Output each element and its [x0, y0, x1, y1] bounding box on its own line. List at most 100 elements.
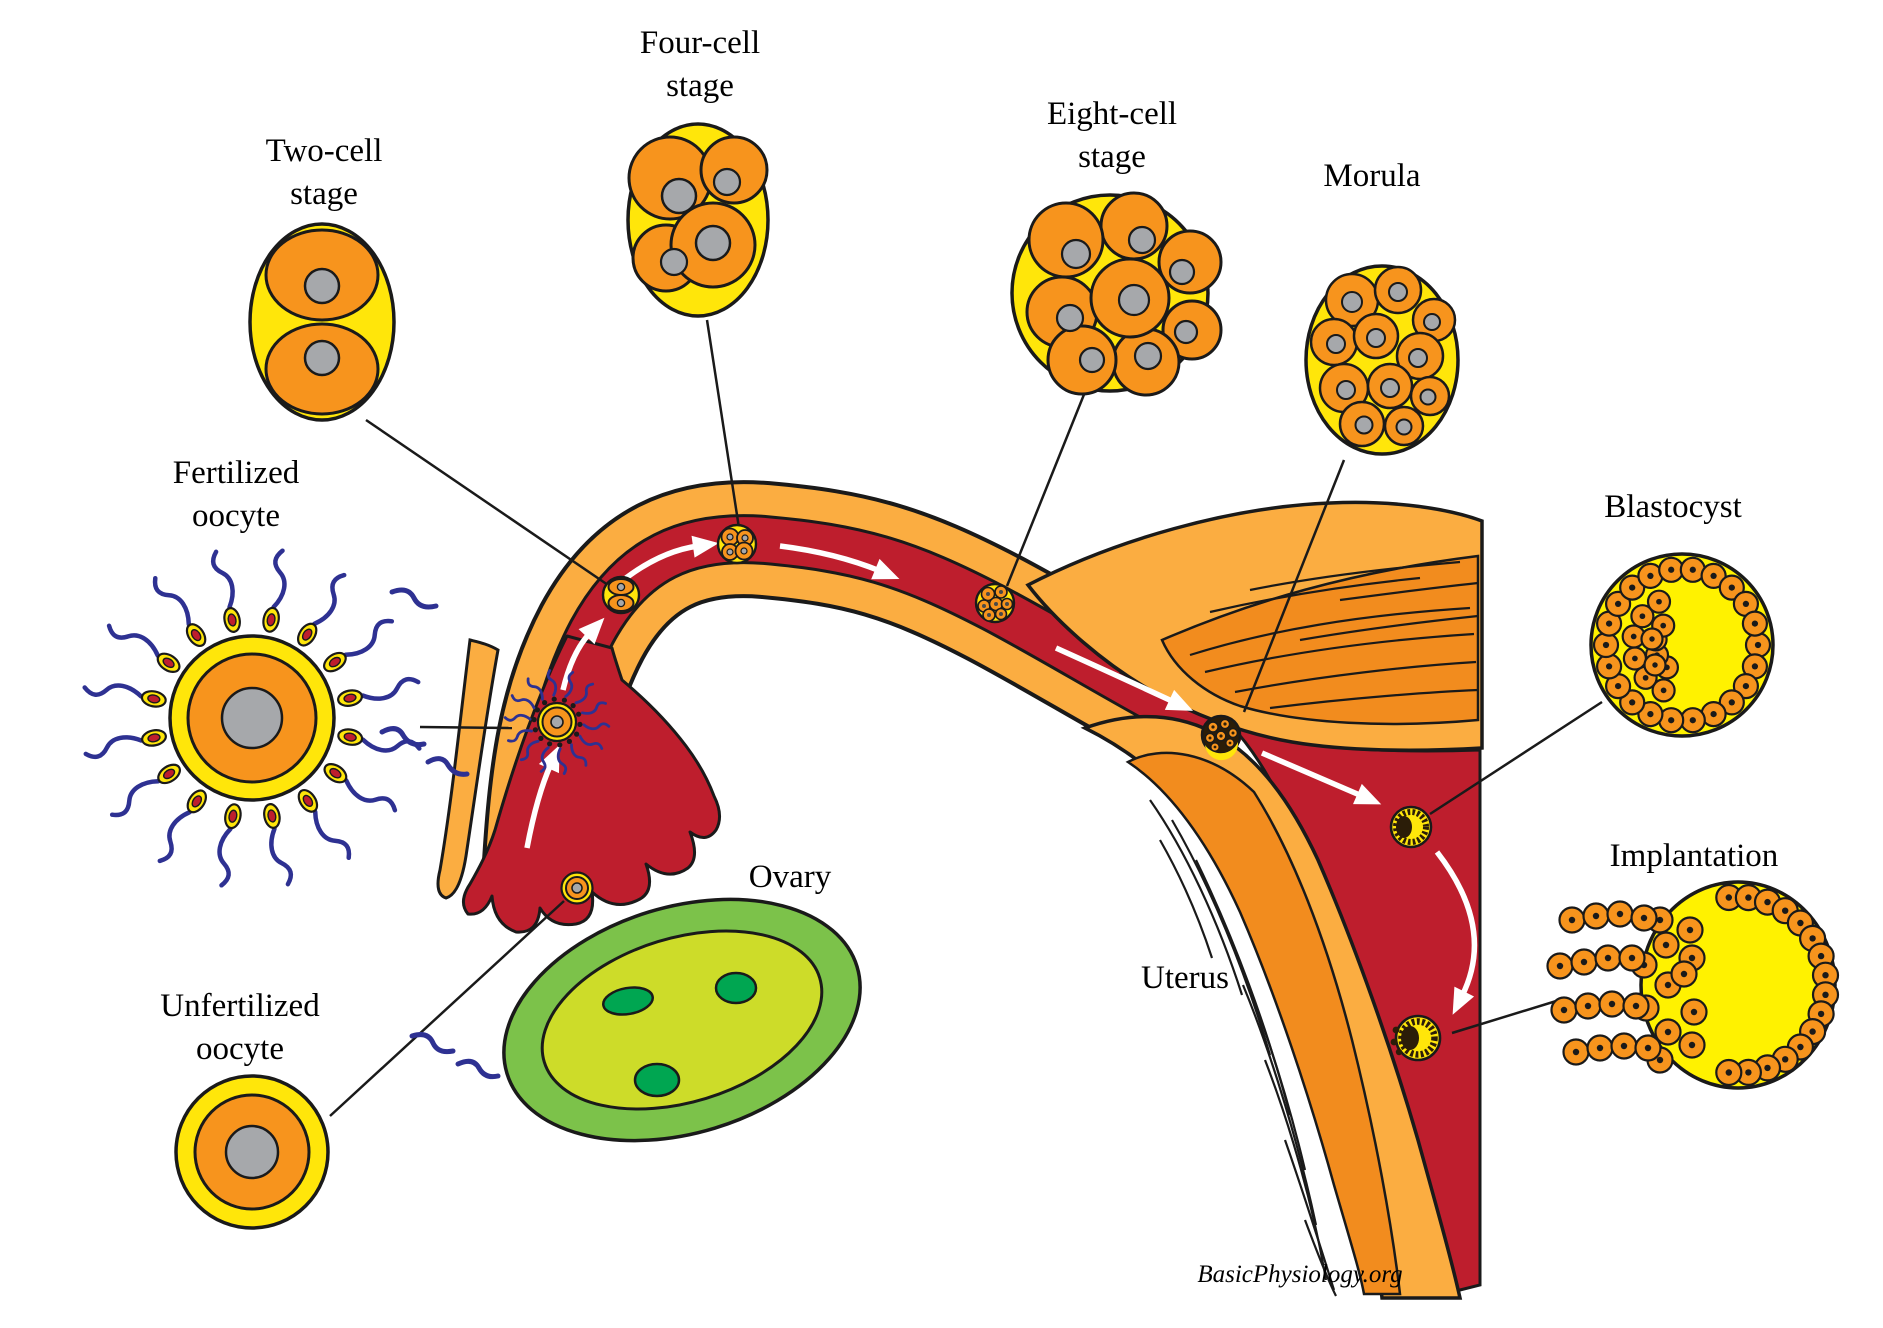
cell-nucleus [1560, 1006, 1568, 1014]
top-wall-muscle-fibers [1189, 560, 1479, 710]
cell-nucleus [1605, 620, 1613, 627]
cell-nucleus [1809, 935, 1816, 942]
trophoblast-cells [1546, 883, 1840, 1087]
cell-nucleus [1782, 1056, 1789, 1063]
cell-nucleus [1710, 572, 1717, 580]
cell-nucleus [1629, 584, 1636, 591]
uterus [1025, 500, 1484, 1300]
blastocyst-illustration [1589, 552, 1775, 738]
cell-nucleus [1596, 1044, 1604, 1052]
label-two-cell-stage: Two-cell stage [266, 130, 383, 216]
cell-nucleus [1686, 926, 1694, 934]
implantation-illustration [1546, 880, 1840, 1090]
callout-fertilized [419, 725, 513, 730]
label-implantation: Implantation [1609, 838, 1779, 874]
fertilization-site [503, 669, 611, 775]
sperm-tail-icon [109, 778, 161, 818]
nucleus [1055, 303, 1085, 333]
sperm-tail-icon [409, 1032, 456, 1055]
sperm-head-icon [570, 703, 576, 709]
cell-nucleus [1640, 914, 1648, 922]
sperm-tail-icon [312, 809, 352, 861]
nucleus [1168, 258, 1196, 286]
arrow-to-four-cell [624, 535, 719, 581]
cell-nucleus [1688, 954, 1696, 962]
callout-eight-cell [1005, 391, 1087, 587]
callout-blastocyst [1429, 700, 1603, 816]
two-cell-illustration [248, 222, 396, 422]
sperm-tail-icon [564, 671, 575, 698]
credit-text: BasicPhysiology.org [1197, 1261, 1403, 1288]
fertilized-oocyte-illustration [82, 548, 422, 888]
arrow-to-morula [1054, 645, 1194, 711]
nucleus [1127, 225, 1157, 255]
cell-nucleus [1664, 1028, 1672, 1036]
sperm-tail-icon [556, 747, 568, 775]
label-line: stage [1078, 139, 1146, 175]
sperm-head-core [266, 613, 276, 627]
captured-oocyte [560, 871, 594, 905]
label-line: stage [666, 68, 734, 104]
label-eight-cell-stage: Eight-cell stage [1047, 93, 1177, 179]
fimbria-fingers [462, 634, 721, 934]
sperm-head-core [302, 794, 314, 808]
sperm-head-core [162, 768, 176, 780]
sperm-tail-icon [455, 1058, 501, 1080]
sperm-tail-icon [425, 756, 470, 777]
sperm-tail-icon [539, 746, 550, 773]
callout-four-cell [705, 319, 741, 529]
cell-nucleus [1614, 600, 1622, 608]
cell-nucleus [1751, 620, 1759, 627]
eight-cell-illustration [1010, 191, 1223, 397]
trophoblast-ring [1393, 809, 1429, 845]
cell-nucleus [1728, 584, 1735, 591]
sperm-ring [82, 548, 422, 888]
nucleus [220, 686, 284, 750]
zona-crescent [1205, 742, 1239, 761]
arrow-to-implantation [1434, 850, 1478, 1015]
sperm-tail-icon [389, 587, 439, 610]
blastocyst-cells [1592, 556, 1772, 734]
callout-implantation [1451, 996, 1567, 1035]
cell-nucleus [1616, 910, 1624, 918]
sperm-head-core [147, 733, 161, 743]
cell-nucleus [1751, 663, 1759, 670]
cell-nucleus [1568, 916, 1576, 924]
cell-nucleus [1797, 919, 1804, 927]
arrow-up-infundibulum [524, 744, 560, 849]
sperm-head-icon [547, 741, 553, 747]
cell-nucleus [1764, 1064, 1771, 1072]
cell-nucleus [1742, 682, 1750, 690]
morula-cells [1204, 718, 1239, 752]
nucleus [303, 267, 341, 305]
sperm-tail-icon [152, 575, 192, 627]
sperm-head-icon [551, 696, 557, 702]
cell-nucleus [1688, 1041, 1696, 1049]
cell-nucleus [1690, 1008, 1698, 1016]
nucleus [694, 224, 732, 262]
cell-nucleus [1632, 655, 1638, 662]
fimbria-flare-left [436, 638, 500, 900]
cell-nucleus [1592, 912, 1600, 920]
sperm-tail-icon [269, 826, 294, 887]
nucleus [660, 177, 698, 215]
label-ovary: Ovary [748, 859, 832, 895]
sperm-tail-icon [312, 572, 347, 627]
cell-nucleus [1817, 952, 1825, 960]
sperm-head-core [329, 767, 342, 779]
uterus-lower-muscle [1125, 751, 1402, 1296]
nuclei [982, 590, 1009, 617]
cell-nucleus [1580, 958, 1588, 966]
nucleus [1133, 341, 1163, 371]
sperm-head-icon [561, 697, 568, 703]
morula-embryo-small [1200, 714, 1242, 761]
label-line: Fertilized [172, 455, 300, 491]
label-line: Four-cell [639, 25, 761, 61]
cell-nucleus [1797, 1043, 1804, 1051]
sperm-head-core [190, 628, 202, 642]
sperm-head-core [343, 693, 357, 703]
label-line: oocyte [196, 1031, 284, 1067]
follicle [633, 1062, 681, 1098]
sperm-tail-icon [510, 694, 536, 710]
